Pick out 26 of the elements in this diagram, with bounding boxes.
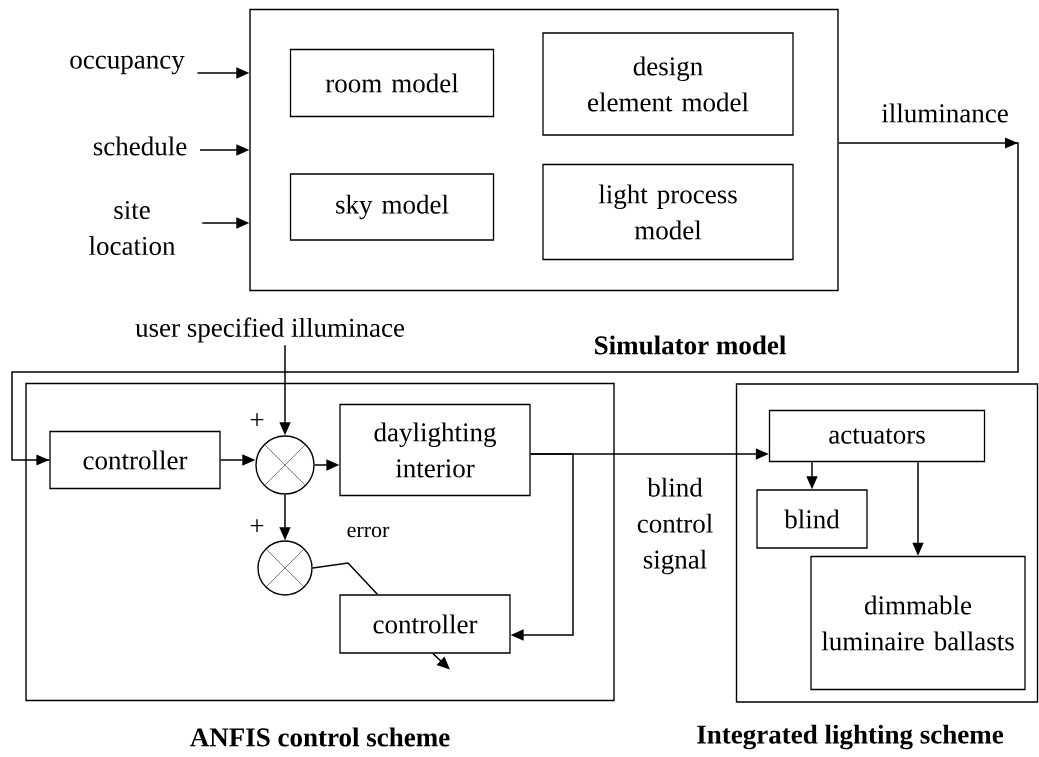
panel-title: Simulator model [595,335,786,355]
input-label: site location [89,200,176,256]
process-box: light process model [542,163,794,261]
process-box: daylighting interior [339,403,531,497]
process-box: blind [756,489,868,549]
sign-label: + [250,413,264,426]
input-label: user specified illuminace [135,317,405,343]
edge-label: illuminance [880,102,1010,124]
arrow [11,137,1019,466]
sign-label: + [250,519,264,532]
summing-junction [255,435,315,495]
edge-label: blind control signal [626,476,724,576]
process-box: actuators [768,409,986,463]
arrow [432,652,450,670]
process-box: sky model [289,173,495,241]
process-box: controller [339,594,511,654]
process-box: controller [49,430,221,490]
process-box: room model [289,48,495,118]
edge-label: error [345,525,391,539]
input-label: schedule [93,136,187,156]
panel-title: ANFIS control scheme [190,727,450,747]
summing-junction [257,540,313,596]
process-box: dimmable luminaire ballasts [810,555,1026,691]
panel-title: Integrated lighting scheme [697,724,1004,750]
input-label: occupancy [70,55,185,75]
process-box: design element model [542,32,794,136]
